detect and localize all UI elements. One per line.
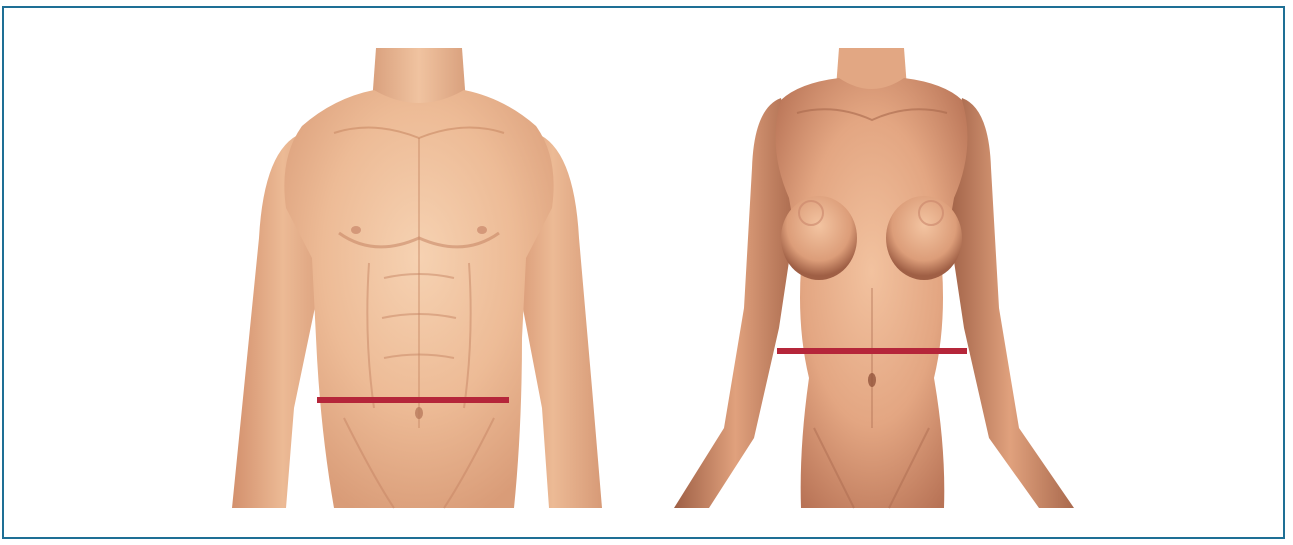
figure-frame [2, 6, 1285, 539]
female-torso-icon [669, 8, 1084, 539]
male-torso-figure [224, 8, 614, 539]
female-torso-figure [669, 8, 1084, 539]
female-right-breast [886, 196, 962, 280]
female-left-breast [781, 196, 857, 280]
male-torso-icon [224, 8, 614, 539]
